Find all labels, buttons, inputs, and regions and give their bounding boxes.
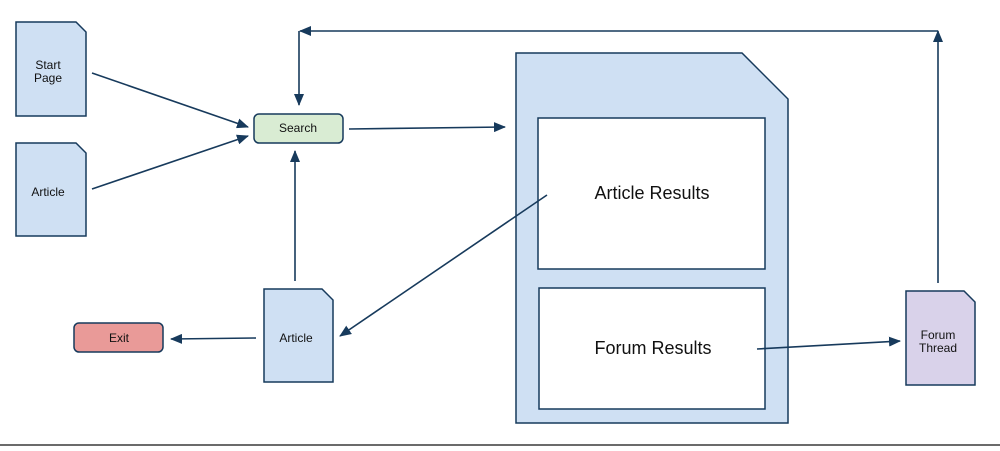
- exit-label: Exit: [109, 331, 130, 345]
- arrow-search-to-results: [348, 122, 506, 133]
- forum-results-box[interactable]: Forum Results: [538, 287, 766, 410]
- search-node[interactable]: Search: [253, 113, 344, 144]
- arrow-article-results-to-article: [339, 194, 548, 337]
- article-top-label: Article: [31, 185, 65, 199]
- arrow-start-to-search: [91, 72, 249, 129]
- article-bottom-node[interactable]: Article: [263, 288, 334, 383]
- forum-results-label: Forum Results: [594, 338, 711, 358]
- article-results-box[interactable]: Article Results: [537, 117, 766, 270]
- forum-thread-label-line1: Forum: [921, 328, 956, 342]
- results-panel: Article Results Forum Results: [515, 52, 789, 424]
- arrow-article-to-search: [91, 134, 249, 190]
- start-page-node[interactable]: Start Page: [15, 21, 87, 117]
- exit-node[interactable]: Exit: [73, 322, 164, 353]
- search-label: Search: [279, 121, 317, 135]
- bottom-border: [0, 444, 1000, 446]
- start-page-label-line1: Start: [35, 58, 61, 72]
- forum-thread-label-line2: Thread: [919, 341, 957, 355]
- article-bottom-label: Article: [279, 331, 313, 345]
- start-page-label-line2: Page: [34, 71, 62, 85]
- article-results-label: Article Results: [594, 183, 709, 203]
- arrow-forum-results-to-thread: [756, 336, 901, 350]
- arrow-article-to-exit: [170, 333, 257, 344]
- article-top-node[interactable]: Article: [15, 142, 87, 237]
- forum-thread-node[interactable]: Forum Thread: [905, 290, 976, 386]
